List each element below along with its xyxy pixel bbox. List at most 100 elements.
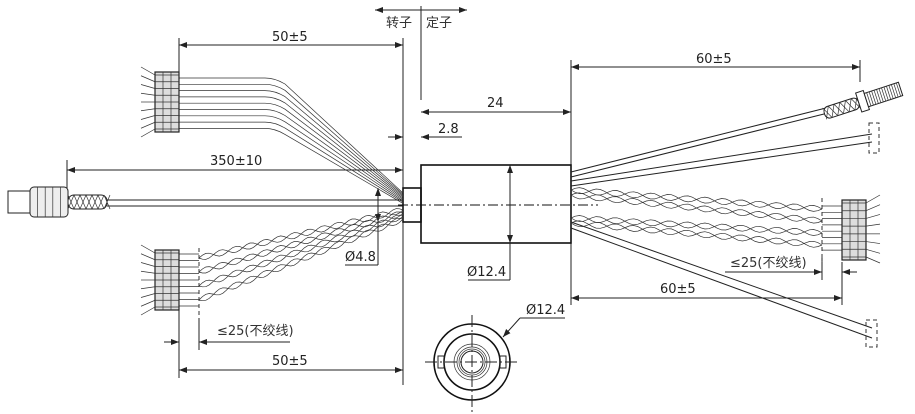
braid xyxy=(67,194,75,210)
twisted-wire xyxy=(198,209,404,259)
dimension-left-untwisted: ≤25(不绞线) xyxy=(164,323,294,345)
dim-text: 350±10 xyxy=(210,154,262,169)
dim-text: ≤25(不绞线) xyxy=(730,255,807,271)
stator-housing xyxy=(420,164,572,244)
left-top-wire xyxy=(179,121,404,203)
lead-wire xyxy=(140,92,156,96)
dim-text: 24 xyxy=(487,96,504,111)
twisted-wire xyxy=(570,220,823,248)
dim-text: 60±5 xyxy=(660,282,696,297)
lead-wire xyxy=(140,66,156,76)
lead-wire xyxy=(865,223,881,227)
right-wire xyxy=(570,133,873,182)
braid xyxy=(91,194,99,210)
thread xyxy=(888,85,894,99)
left-top-wire xyxy=(179,77,404,194)
left-top-connector xyxy=(140,66,180,138)
dimension-right-top: 60±5 xyxy=(571,52,860,70)
dim-text: Ø12.4 xyxy=(467,265,506,280)
dimension-left-bottom: 50±5 xyxy=(179,354,403,373)
connector-body xyxy=(29,186,69,218)
right-twisted-pair xyxy=(570,192,823,224)
thread xyxy=(886,86,892,100)
rotor-label: 转子 xyxy=(386,16,412,31)
braid xyxy=(825,106,829,120)
right-twisted-pair xyxy=(570,187,823,212)
unterminated-end-box xyxy=(868,122,880,154)
right-coax-cable xyxy=(570,107,827,173)
lead-wire xyxy=(140,128,156,138)
dimension-right-untwisted: ≤25(不绞线) xyxy=(725,255,857,275)
lead-wire xyxy=(865,214,881,219)
lead-wire xyxy=(140,84,156,89)
left-bottom-connector xyxy=(140,244,180,316)
dim-text: Ø12.4 xyxy=(526,303,565,318)
left-top-wire xyxy=(179,115,404,202)
lead-wire xyxy=(140,293,156,298)
left-top-wire xyxy=(179,96,404,198)
right-coax-cable xyxy=(570,112,829,178)
dimension-right-bottom: 60±5 xyxy=(571,282,842,301)
thread xyxy=(895,82,901,97)
dim-text: Ø4.8 xyxy=(345,250,376,265)
lead-wire xyxy=(140,244,156,254)
braid xyxy=(97,194,105,210)
end-view: Ø12.4 xyxy=(425,303,565,412)
braid xyxy=(848,98,852,112)
lead-wire xyxy=(865,194,881,204)
dimension-body-length: 24 xyxy=(421,96,571,115)
braid xyxy=(73,194,81,210)
lead-wire xyxy=(140,121,156,129)
thread xyxy=(883,86,889,101)
left-top-wire xyxy=(179,90,404,196)
right-wire xyxy=(570,221,873,329)
dim-text: 2.8 xyxy=(438,122,459,137)
braid xyxy=(843,100,846,114)
dim-text: ≤25(不绞线) xyxy=(217,323,294,339)
lead-wire xyxy=(140,253,156,261)
right-wire xyxy=(570,141,873,187)
thread xyxy=(866,92,872,107)
thread xyxy=(868,91,874,106)
right-twisted-pair xyxy=(570,220,823,248)
braid xyxy=(854,96,858,111)
thread xyxy=(876,89,882,103)
dimension-coax-left: 350±10 xyxy=(67,154,403,173)
braid xyxy=(103,194,111,210)
rotor-stator-indicator: 转子 定子 xyxy=(375,6,467,100)
twisted-wire xyxy=(570,187,823,212)
thread xyxy=(871,90,877,105)
left-twisted-pair xyxy=(198,214,404,288)
lead-wire xyxy=(865,256,881,264)
dimension-shaft-length: 2.8 xyxy=(388,122,462,140)
lead-wire xyxy=(140,299,156,307)
left-top-wire xyxy=(179,128,404,204)
lead-wire xyxy=(865,241,881,244)
left-twisted-pair xyxy=(198,208,404,260)
braid xyxy=(85,194,93,210)
right-coax-connector xyxy=(822,81,904,120)
connector-housing xyxy=(841,199,867,261)
thread xyxy=(873,90,879,104)
twisted-wire xyxy=(570,192,823,224)
twisted-wire xyxy=(570,215,823,236)
left-twisted-pair xyxy=(198,217,404,302)
lead-wire xyxy=(140,108,156,112)
dimension-left-top: 50±5 xyxy=(179,30,403,48)
thread xyxy=(881,87,887,102)
thread xyxy=(891,84,897,98)
thread xyxy=(893,83,899,98)
connector-plug xyxy=(7,190,31,214)
lead-wire xyxy=(140,270,156,274)
lead-wire xyxy=(140,75,156,83)
left-coax-connector xyxy=(7,186,111,218)
dim-text: 60±5 xyxy=(696,52,732,67)
right-wire xyxy=(570,227,873,339)
unterminated-end-box xyxy=(865,319,878,348)
lead-wire xyxy=(865,204,881,212)
lead-wire xyxy=(865,248,881,254)
braid xyxy=(831,104,835,118)
dim-text: 50±5 xyxy=(272,30,308,45)
dim-text: 50±5 xyxy=(272,354,308,369)
